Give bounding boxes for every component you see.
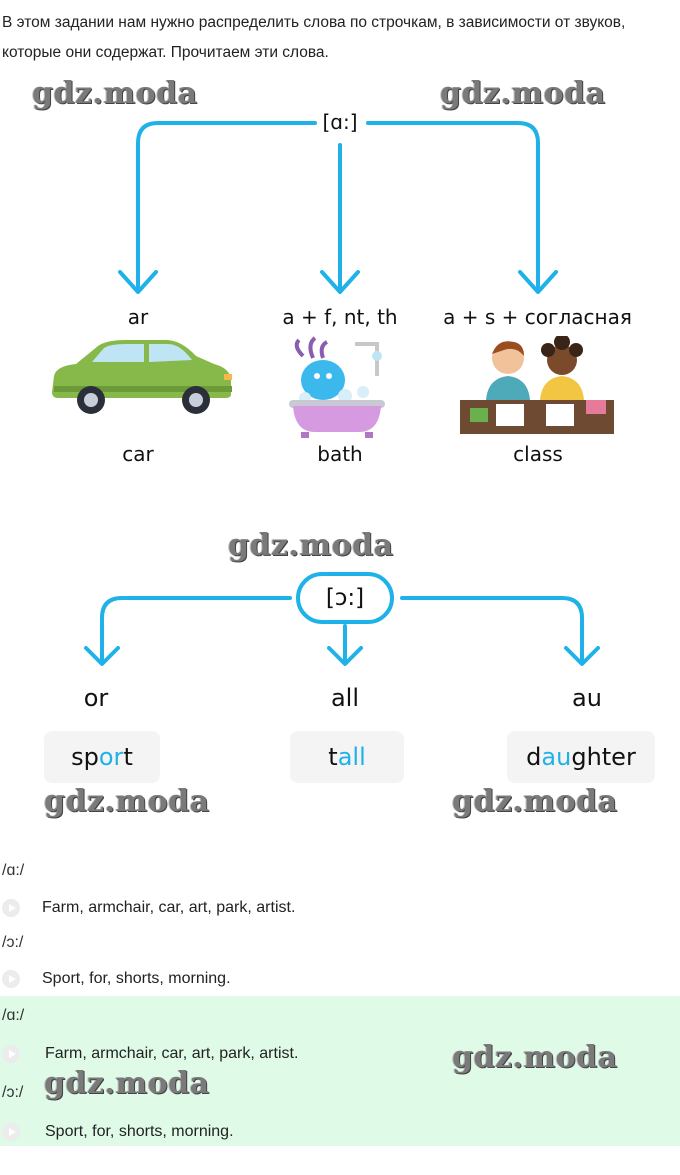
watermark: gdz.moda: [452, 1040, 618, 1075]
rule-all: all: [330, 684, 360, 712]
chip-text: sp: [71, 743, 99, 771]
rule-a-f-nt-th: a + f, nt, th: [282, 305, 398, 329]
highlight-sound-o: /ɔ:/: [2, 1084, 24, 1101]
play-icon[interactable]: [2, 970, 20, 988]
diagram-o-arrows: [84, 572, 600, 666]
chip-text: t: [123, 743, 133, 771]
car-image: [52, 340, 232, 414]
chip-highlight: au: [541, 743, 572, 771]
watermark: gdz.moda: [44, 1066, 210, 1101]
chip-text: d: [526, 743, 542, 771]
watermark: gdz.moda: [452, 784, 618, 819]
diagram-a-arrows: [118, 121, 558, 294]
sound-a-label: [ɑ:]: [322, 110, 358, 134]
rule-a-s-consonant: a + s + согласная: [443, 305, 632, 329]
answer-text-a: Farm, armchair, car, art, park, artist.: [42, 899, 296, 916]
class-image: [460, 336, 614, 434]
watermark: gdz.moda: [228, 528, 394, 563]
play-icon[interactable]: [2, 899, 20, 917]
highlight-text-o: Sport, for, shorts, morning.: [45, 1123, 234, 1140]
word-chip-tall: tall: [290, 731, 404, 783]
chip-highlight: or: [98, 743, 124, 771]
bath-image: [289, 336, 385, 438]
intro-text: В этом задании нам нужно распределить сл…: [2, 14, 626, 61]
watermark: gdz.moda: [440, 76, 606, 111]
word-class: class: [513, 442, 563, 466]
play-icon[interactable]: [2, 1123, 20, 1141]
answer-sound-a: /ɑ:/: [2, 862, 25, 879]
answer-sound-o: /ɔ:/: [2, 934, 24, 951]
chip-highlight: all: [337, 743, 366, 771]
word-car: car: [122, 442, 154, 466]
rule-or: or: [83, 684, 109, 712]
play-icon[interactable]: [2, 1045, 20, 1063]
chip-text: ghter: [571, 743, 636, 771]
rule-ar: ar: [127, 305, 149, 329]
rule-au: au: [572, 684, 602, 712]
word-chip-sport: sport: [44, 731, 160, 783]
word-chip-daughter: daughter: [507, 731, 655, 783]
sound-o-label: [ɔ:]: [325, 585, 365, 611]
highlight-text-a: Farm, armchair, car, art, park, artist.: [45, 1045, 299, 1062]
highlight-sound-a: /ɑ:/: [2, 1007, 25, 1024]
watermark: gdz.moda: [32, 76, 198, 111]
watermark: gdz.moda: [44, 784, 210, 819]
highlighted-answer-block: [0, 996, 680, 1146]
chip-text: t: [328, 743, 338, 771]
answer-text-o: Sport, for, shorts, morning.: [42, 970, 231, 987]
word-bath: bath: [317, 442, 363, 466]
